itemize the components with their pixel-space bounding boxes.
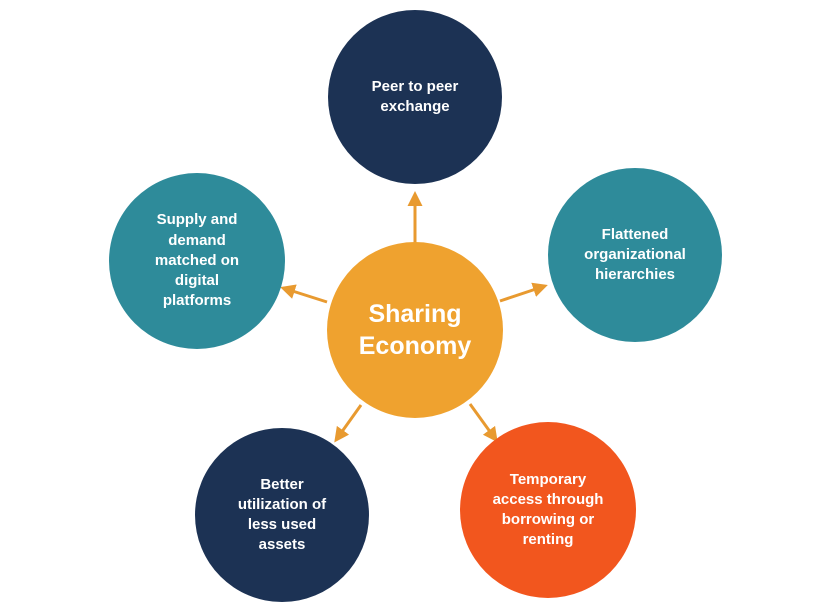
node-flattened-hierarchies: Flattened organizational hierarchies <box>548 168 722 342</box>
arrow-to-supply-demand <box>280 284 328 304</box>
node-label: Temporary access through borrowing or re… <box>492 470 604 549</box>
node-better-utilization: Better utilization of less used assets <box>195 428 369 602</box>
node-peer-to-peer-exchange: Peer to peer exchange <box>328 10 502 184</box>
center-label: Sharing Economy <box>358 299 472 361</box>
node-label: Supply and demand matched on digital pla… <box>154 211 240 310</box>
arrow-to-flattened <box>499 282 548 303</box>
arrow-to-better-utilization <box>334 404 363 443</box>
node-supply-demand-platforms: Supply and demand matched on digital pla… <box>109 173 285 349</box>
node-sharing-economy-center: Sharing Economy <box>327 242 503 418</box>
node-label: Flattened organizational hierarchies <box>584 225 686 284</box>
node-temporary-access: Temporary access through borrowing or re… <box>460 422 636 598</box>
node-label: Better utilization of less used assets <box>237 475 327 554</box>
arrow-to-temporary-access <box>468 403 498 443</box>
node-label: Peer to peer exchange <box>371 77 459 115</box>
